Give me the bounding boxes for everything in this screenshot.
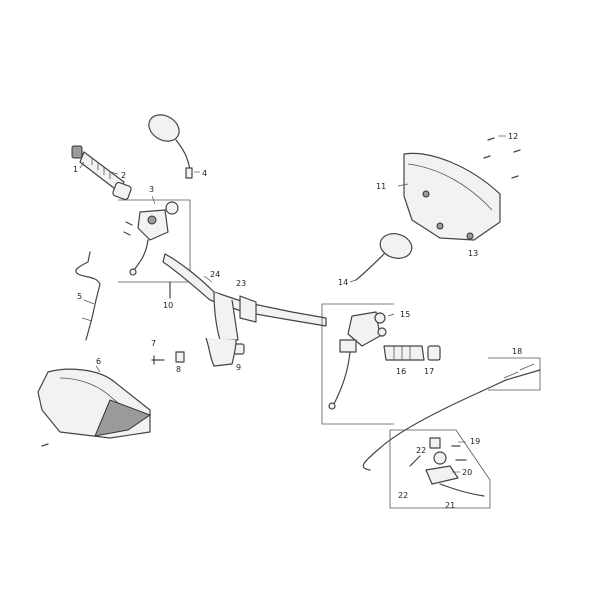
callout-9: 9 [236, 363, 241, 372]
left-mirror [148, 114, 200, 179]
callout-22-lower: 22 [398, 491, 408, 500]
right-brake-lever-assembly [362, 357, 541, 509]
callout-labels: 1 2 3 4 5 6 7 8 9 10 11 12 13 14 15 16 1… [73, 132, 522, 510]
callout-18: 18 [512, 347, 522, 356]
callout-24: 24 [210, 270, 220, 279]
callout-14: 14 [338, 278, 348, 287]
callout-21: 21 [445, 501, 455, 510]
callout-16: 16 [396, 367, 406, 376]
callout-2: 2 [121, 171, 126, 180]
callout-23: 23 [236, 279, 246, 288]
left-switch-housing [118, 195, 191, 283]
callout-7: 7 [151, 339, 156, 348]
callout-22-upper: 22 [416, 446, 426, 455]
callout-20: 20 [462, 468, 472, 477]
callout-15: 15 [400, 310, 410, 319]
handlebar-front-cover [37, 365, 152, 447]
left-brake-cable [75, 251, 101, 341]
handlebar [162, 253, 327, 367]
callout-3: 3 [149, 185, 154, 194]
callout-5: 5 [77, 292, 82, 301]
handlebar-rear-cover [397, 135, 521, 241]
callout-4: 4 [202, 169, 207, 178]
callout-6: 6 [96, 357, 101, 366]
callout-13: 13 [468, 249, 478, 258]
callout-10: 10 [163, 301, 173, 310]
callout-11: 11 [376, 182, 386, 191]
callout-12: 12 [508, 132, 518, 141]
callout-17: 17 [424, 367, 434, 376]
callout-1: 1 [73, 165, 78, 174]
right-mirror [349, 233, 413, 283]
bolts-group [151, 343, 245, 365]
callout-8: 8 [176, 365, 181, 374]
callout-19: 19 [470, 437, 480, 446]
left-grip-assembly [71, 145, 132, 201]
right-switch-and-grip [321, 303, 441, 425]
